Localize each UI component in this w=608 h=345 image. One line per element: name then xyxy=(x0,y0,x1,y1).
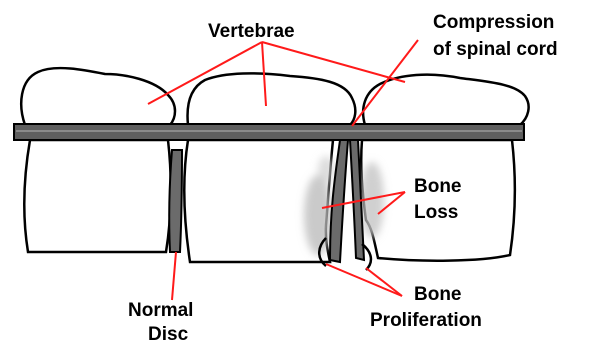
label-bone-loss-line1: Bone xyxy=(414,176,462,197)
label-bone-proliferation-line1: Bone xyxy=(414,284,462,305)
label-normal-disc-line2: Disc xyxy=(148,324,189,345)
label-vertebrae: Vertebrae xyxy=(208,21,295,42)
vertebral-body-right xyxy=(361,140,515,261)
normal-disc xyxy=(169,150,182,252)
pointer-bone-proliferation-1 xyxy=(326,264,402,296)
vertebral-body-left xyxy=(24,140,170,252)
upper-vertebra-left xyxy=(21,68,175,125)
pointer-bone-proliferation-2 xyxy=(366,268,402,296)
label-bone-loss-line2: Loss xyxy=(414,202,458,223)
damaged-disc xyxy=(330,140,348,262)
label-bone-proliferation-line2: Proliferation xyxy=(370,310,482,331)
label-compression-line1: Compression xyxy=(433,12,554,33)
pointer-normal-disc xyxy=(172,252,176,300)
label-normal-disc-line1: Normal xyxy=(128,300,193,321)
label-compression-line2: of spinal cord xyxy=(433,39,558,60)
upper-vertebra-right xyxy=(363,75,528,125)
upper-vertebra-middle xyxy=(188,73,356,125)
